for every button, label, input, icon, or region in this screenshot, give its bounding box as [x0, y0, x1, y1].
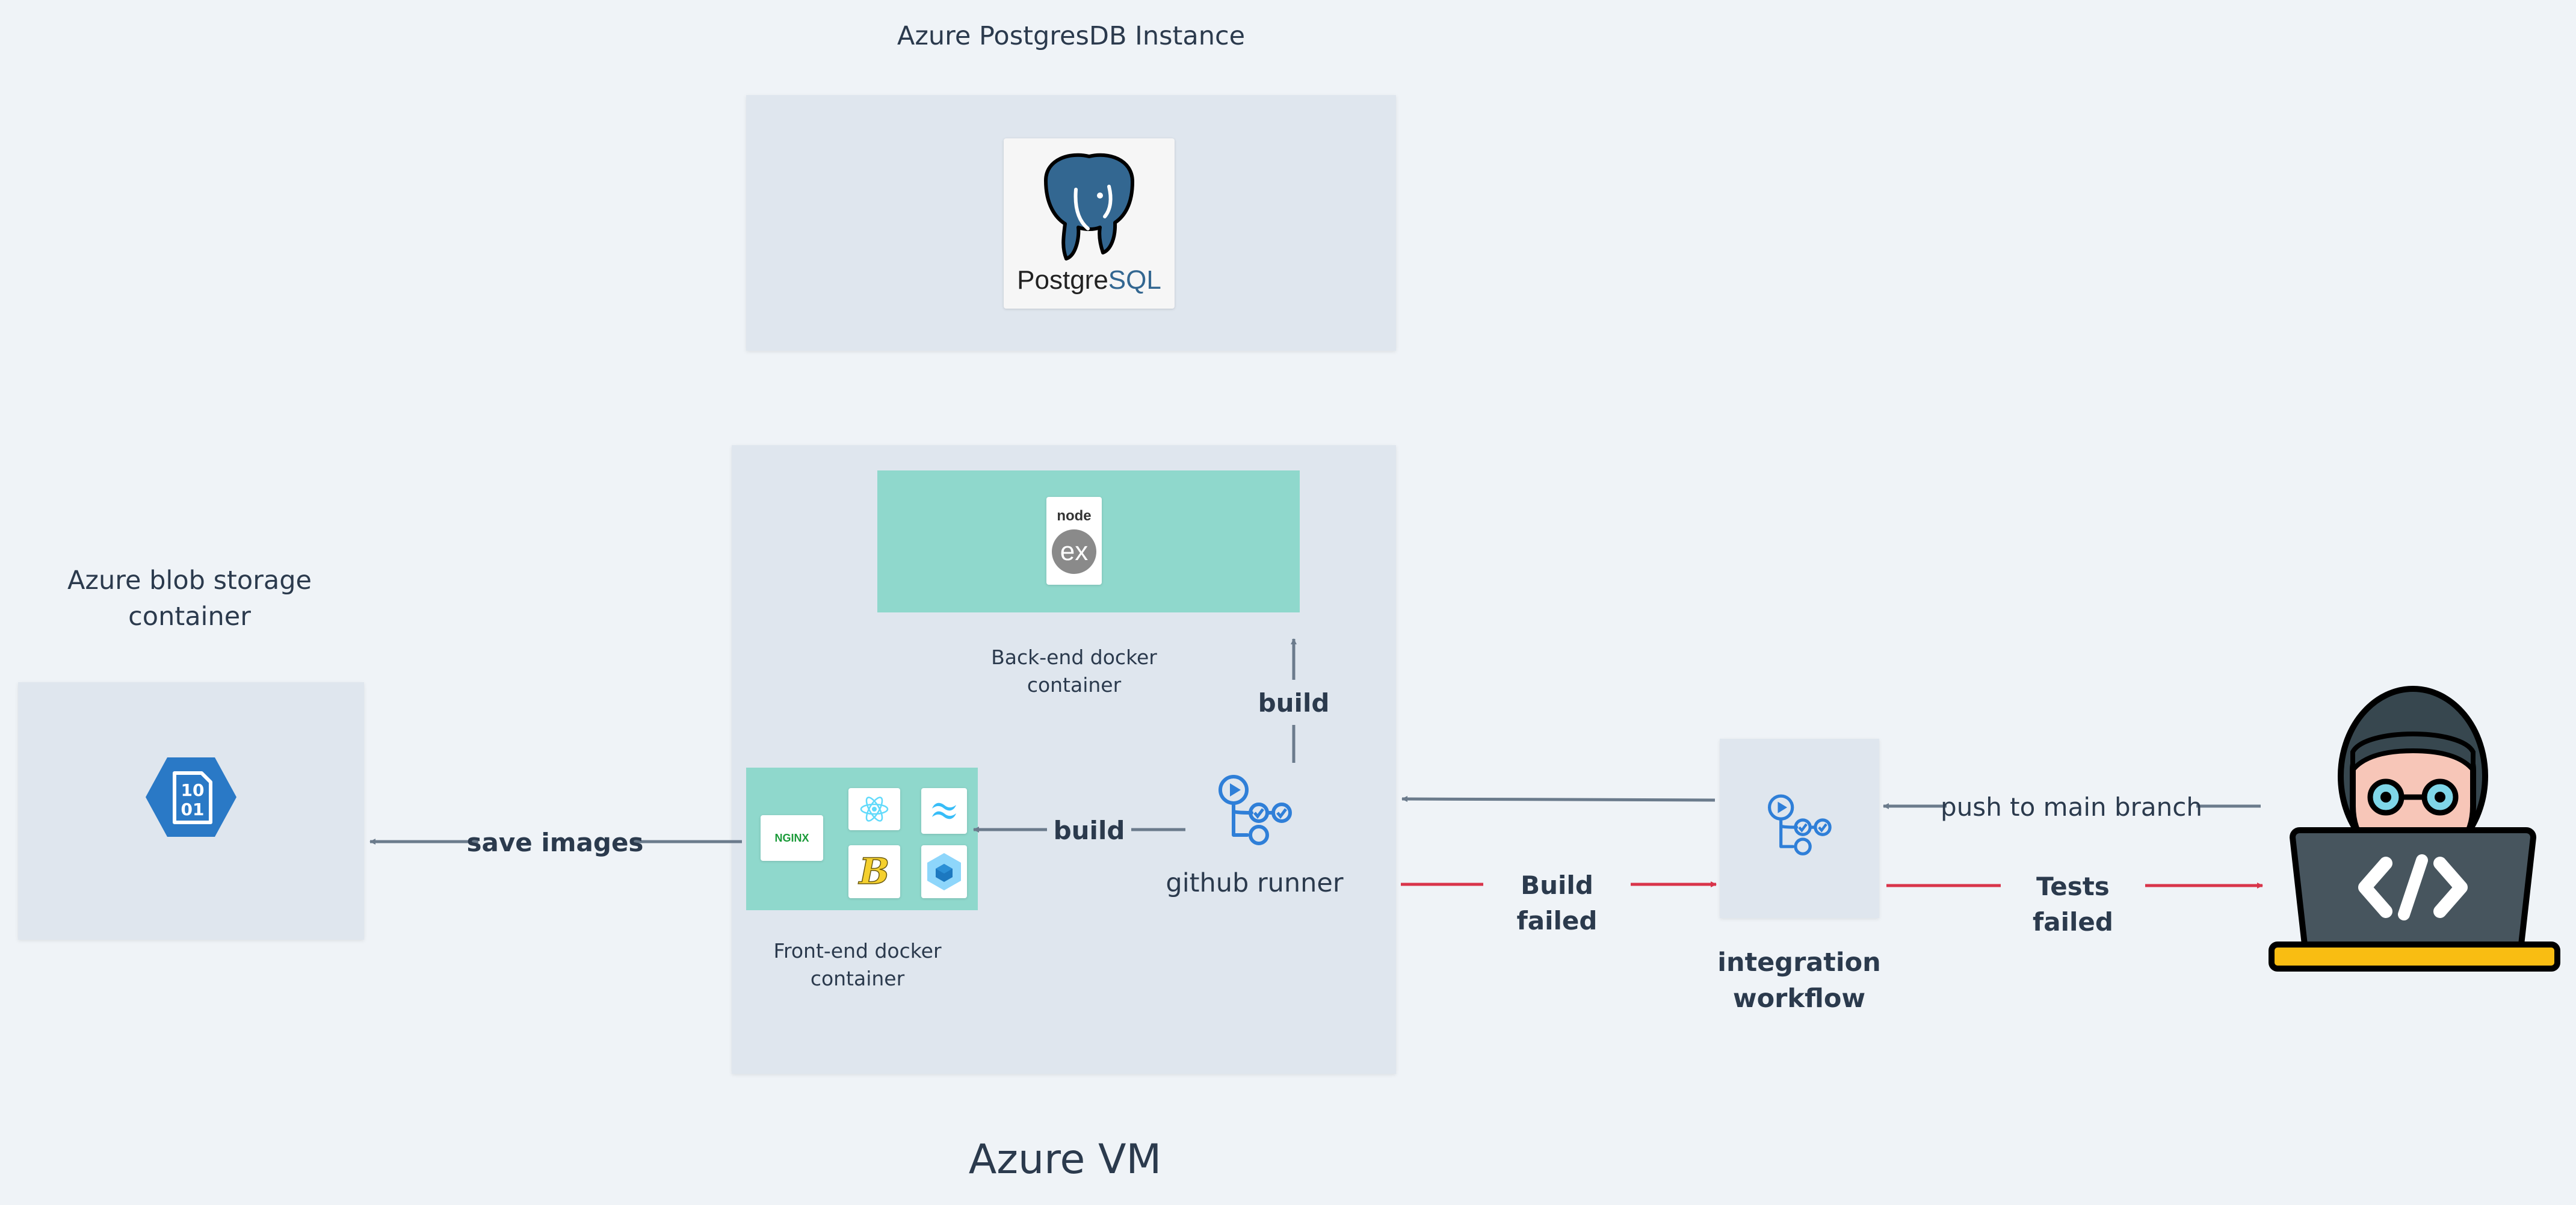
developer-icon: [2269, 686, 2560, 972]
bootstrap-logo: B: [848, 845, 900, 898]
b-logo-icon: B: [857, 851, 890, 893]
express-logo: ex: [1052, 529, 1096, 574]
tailwind-logo: [921, 788, 967, 834]
push-main-label: push to main branch: [1941, 792, 2202, 822]
integration-workflow-icon: [1768, 794, 1832, 855]
frontend-container-label: Front-end docker container: [773, 939, 942, 991]
react-icon: [860, 797, 889, 822]
svg-text:10: 10: [181, 780, 205, 800]
react-logo: [848, 788, 900, 830]
nginx-logo: NGINX: [761, 815, 823, 861]
backend-container-label: Back-end docker container: [991, 646, 1157, 697]
webpack-logo: [921, 845, 967, 898]
blob-storage-title: Azure blob storage container: [67, 566, 312, 632]
svg-text:01: 01: [181, 800, 205, 819]
build-failed-label: Build failed: [1516, 871, 1598, 935]
postgresql-elephant-icon: PostgreSQL: [1017, 153, 1161, 295]
integration-workflow-label: integration workflow: [1717, 948, 1881, 1014]
postgresql-logo: PostgreSQL: [1004, 138, 1175, 309]
save-images-label: save images: [466, 828, 644, 857]
node-express-logo: node ex: [1046, 497, 1102, 585]
github-runner-icon: [1219, 775, 1292, 845]
build-left-label: build: [1053, 816, 1125, 845]
svg-text:B: B: [858, 851, 890, 893]
github-runner-label: github runner: [1166, 868, 1344, 898]
node-logo: node: [1057, 508, 1092, 524]
azure-vm-title: Azure VM: [968, 1136, 1162, 1183]
integration-to-vm-arrow: [1401, 796, 1716, 803]
build-up-label: build: [1258, 688, 1330, 718]
svg-text:PostgreSQL: PostgreSQL: [1017, 265, 1161, 295]
tests-failed-label: Tests failed: [2033, 872, 2113, 937]
postgres-instance-title: Azure PostgresDB Instance: [897, 21, 1246, 51]
tailwind-icon: [932, 803, 956, 819]
webpack-cube-icon: [927, 853, 961, 890]
azure-blob-storage-icon: 10 01: [146, 757, 236, 837]
